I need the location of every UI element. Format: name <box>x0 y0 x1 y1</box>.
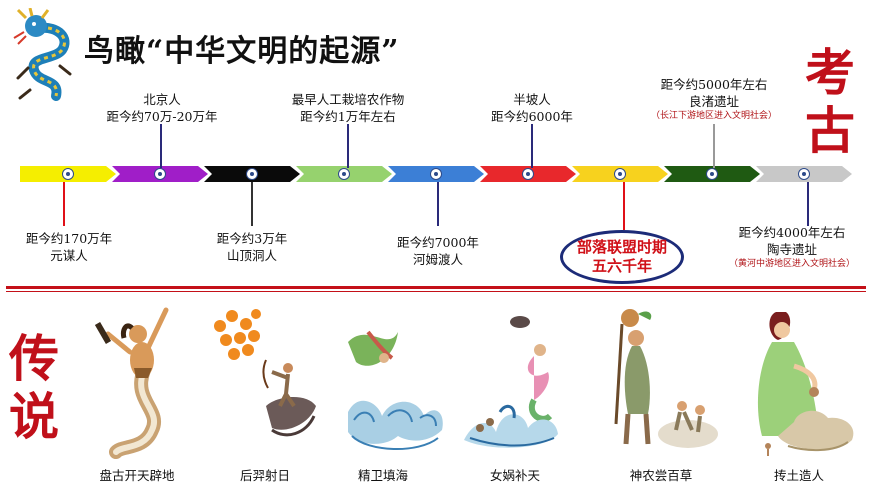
connector-line <box>713 124 715 168</box>
timeline-segment <box>388 166 484 182</box>
connector-line <box>531 124 533 168</box>
event-yuanmou: 距今约170万年元谋人 <box>25 231 113 263</box>
event-first-agriculture: 最早人工栽培农作物距今约1万年左右 <box>291 92 405 124</box>
timeline-node-icon <box>522 168 534 180</box>
side-char: 考 <box>805 43 855 102</box>
timeline-node-icon <box>338 168 350 180</box>
event-taosi: 距今约4000年左右陶寺遗址 （黄河中游地区进入文明社会） <box>728 225 855 269</box>
timeline-segment <box>112 166 208 182</box>
houyi-illustration <box>206 306 326 456</box>
timeline-segment <box>480 166 576 182</box>
timeline-segment <box>204 166 300 182</box>
timeline-node-icon <box>430 168 442 180</box>
event-peking-man: 北京人距今约70万-20万年 <box>106 92 218 124</box>
legend-caption: 神农尝百草 <box>629 468 693 483</box>
side-char: 古 <box>805 101 855 160</box>
timeline-node-icon <box>614 168 626 180</box>
divider-line <box>6 286 866 289</box>
timeline-node-icon <box>246 168 258 180</box>
connector-line <box>251 182 253 226</box>
shennong-illustration <box>592 304 722 460</box>
timeline-node-icon <box>706 168 718 180</box>
connector-line <box>437 182 439 226</box>
dragon-logo <box>10 7 76 104</box>
timeline-node-icon <box>798 168 810 180</box>
timeline-segment <box>296 166 392 182</box>
side-char: 传 <box>9 329 59 388</box>
tribal-alliance-highlight: 部落联盟时期 五六千年 <box>560 230 684 284</box>
timeline-segment <box>664 166 760 182</box>
divider-line <box>6 291 866 292</box>
tribal-line: 部落联盟时期 <box>576 238 667 256</box>
connector-line <box>623 182 625 230</box>
timeline-segment <box>572 166 668 182</box>
timeline-segment <box>20 166 116 182</box>
nuwa-illustration <box>460 310 580 460</box>
page-title: 鸟瞰“中华文明的起源” <box>84 34 400 69</box>
event-hemudu: 距今约7000年河姆渡人 <box>397 235 479 267</box>
legend-caption: 后羿射日 <box>239 468 290 483</box>
side-label-archaeology: 考 古 <box>800 44 860 160</box>
timeline-node-icon <box>62 168 74 180</box>
nuwa-clay-illustration <box>748 306 860 460</box>
pangu-illustration <box>92 300 202 460</box>
legend-caption: 盘古开天辟地 <box>99 468 175 483</box>
event-banpo: 半坡人距今约6000年 <box>491 92 573 124</box>
jingwei-illustration <box>338 312 448 460</box>
connector-line <box>63 182 65 226</box>
timeline-segment <box>756 166 852 182</box>
legend-caption: 女娲补天 <box>489 468 540 483</box>
connector-line <box>160 124 162 168</box>
legend-caption: 抟土造人 <box>773 468 824 483</box>
event-upper-cave: 距今约3万年山顶洞人 <box>216 231 288 263</box>
timeline-node-icon <box>154 168 166 180</box>
event-liangzhu: 距今约5000年左右良渚遗址 （长江下游地区进入文明社会） <box>650 77 777 121</box>
connector-line <box>347 124 349 168</box>
side-char: 说 <box>9 387 59 446</box>
legend-caption: 精卫填海 <box>357 468 408 483</box>
tribal-line: 五六千年 <box>591 257 652 275</box>
connector-line <box>807 182 809 226</box>
side-label-legend: 传 说 <box>4 330 64 446</box>
